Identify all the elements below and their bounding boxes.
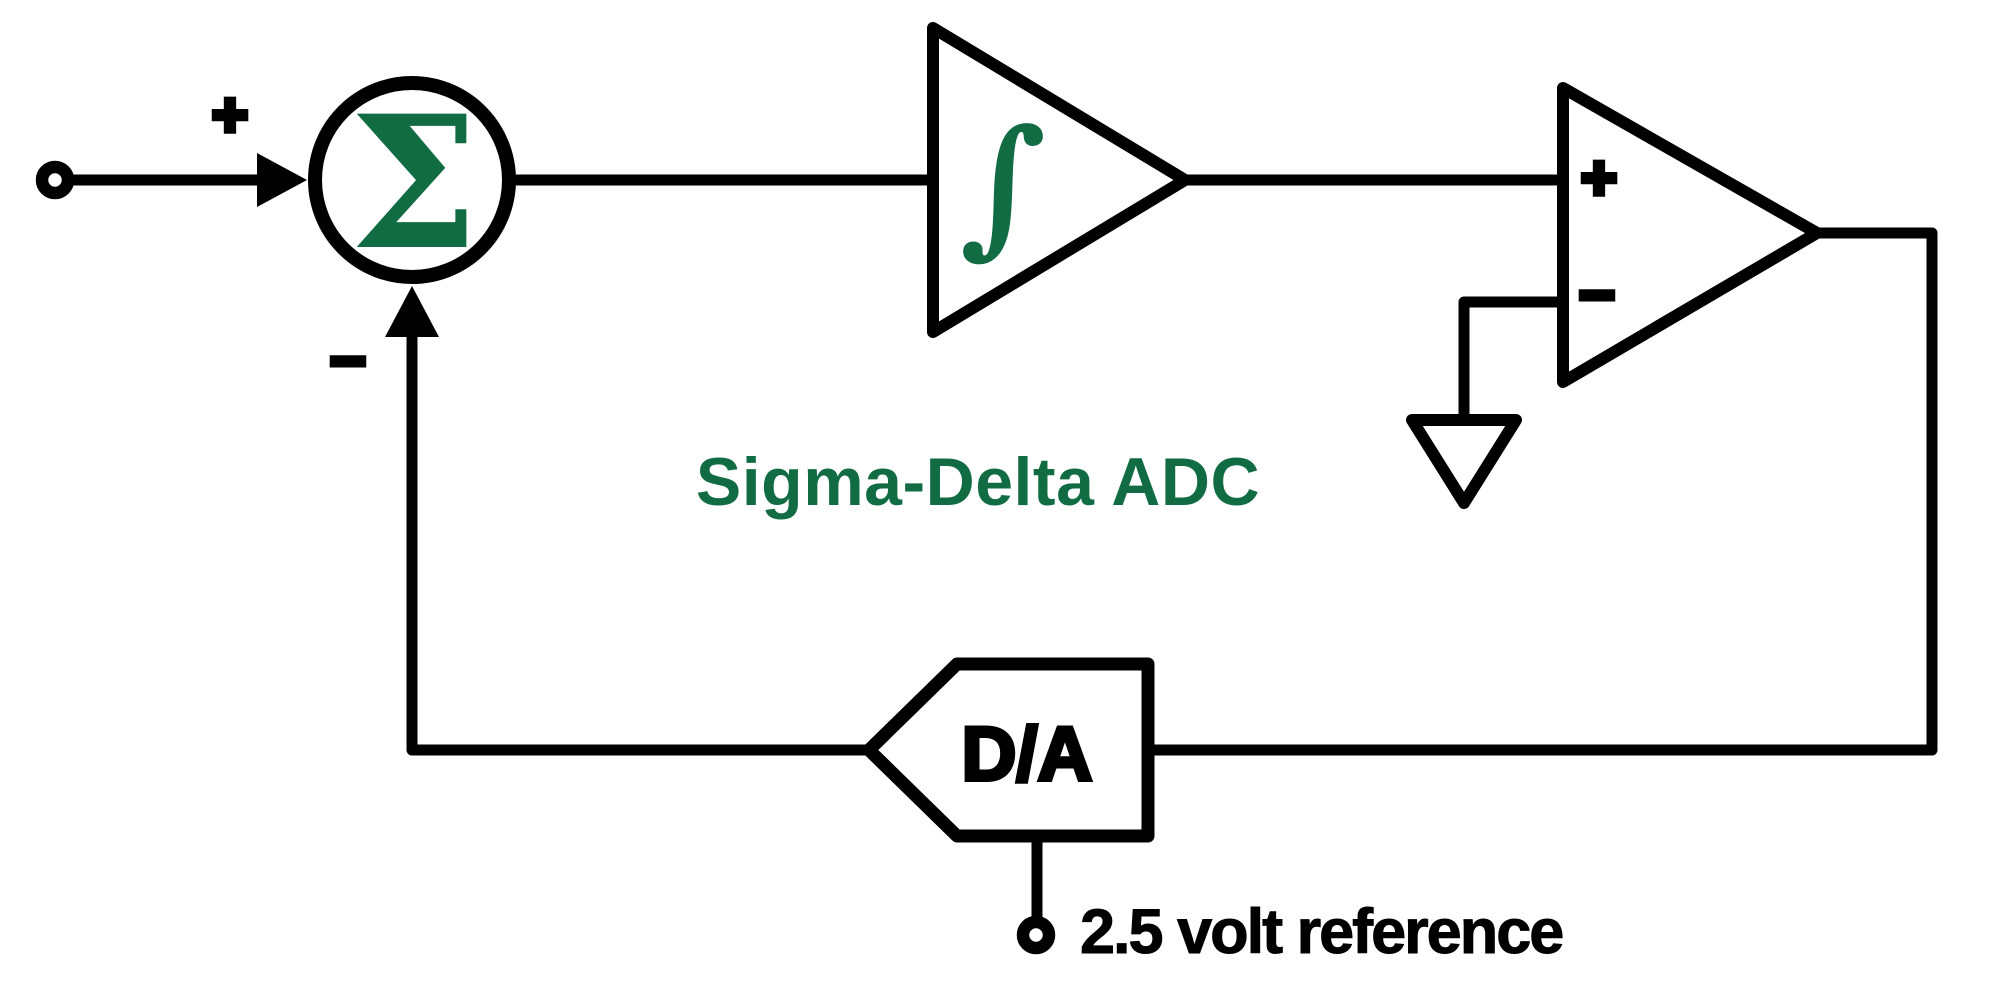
comparator-minus-label: − (1579, 261, 1615, 330)
input-plus-label: + (212, 81, 248, 150)
summing-junction-circle (308, 76, 516, 284)
dac-block (862, 657, 1155, 843)
reference-terminal-icon (1016, 915, 1056, 955)
feedback-minus-label: − (330, 327, 366, 396)
diagram-title: Sigma-Delta ADC (696, 444, 1260, 520)
input-arrowhead-icon (257, 153, 307, 207)
comparator-inverting-wire (1458, 296, 1565, 423)
feedback-arrowhead-icon (385, 286, 439, 337)
comparator-triangle (1557, 82, 1823, 388)
input-terminal-icon (35, 160, 75, 200)
comparator-plus-label: + (1581, 144, 1617, 213)
dac-label: D/A (962, 712, 1093, 797)
comparator-output-wire (1146, 227, 1938, 756)
reference-label: 2.5 volt reference (1080, 897, 1562, 967)
integrator-triangle (927, 22, 1191, 338)
summing-sigma-symbol: Σ (349, 76, 478, 291)
feedback-return-wire (406, 335, 866, 756)
ground-icon (1406, 414, 1522, 509)
integrator-symbol: ∫ (960, 97, 1047, 273)
